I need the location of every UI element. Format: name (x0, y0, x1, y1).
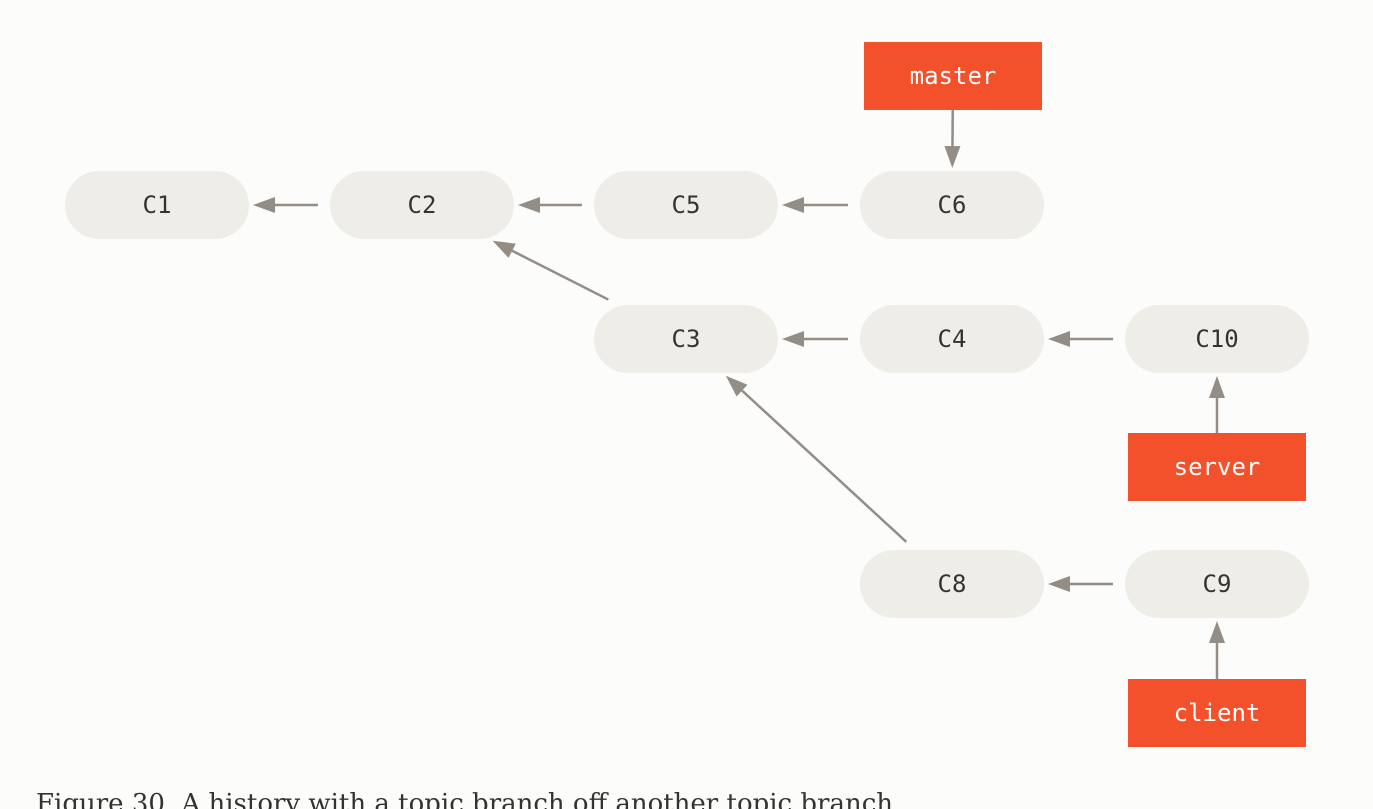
commit-node-shape (330, 171, 514, 239)
commit-node-shape (594, 305, 778, 373)
commit-node-shape (65, 171, 249, 239)
branch-pointer-master (944, 109, 961, 169)
edge-c3-to-c2 (492, 240, 609, 301)
commit-c1: C1 (65, 171, 249, 239)
arrowhead-icon (518, 197, 540, 213)
edge-c8-to-c3 (725, 375, 908, 543)
edge-c5-to-c2 (518, 197, 582, 213)
arrowhead-icon (782, 331, 804, 347)
arrowhead-icon (1048, 331, 1070, 347)
branch-server: server (1128, 433, 1306, 501)
branch-master: master (864, 42, 1042, 110)
commit-node-shape (860, 550, 1044, 618)
commit-label: C9 (1203, 570, 1232, 598)
commit-node-shape (594, 171, 778, 239)
commit-label: C3 (672, 325, 701, 353)
commit-c10: C10 (1125, 305, 1309, 373)
commit-node-shape (1125, 550, 1309, 618)
branch-label: server (1174, 453, 1261, 481)
commit-label: C4 (938, 325, 967, 353)
arrowhead-icon (944, 145, 961, 169)
arrowhead-icon (1209, 376, 1225, 398)
branch-label-box (864, 42, 1042, 110)
edge-line (511, 249, 609, 301)
commit-c3: C3 (594, 305, 778, 373)
figure-caption: Figure 30. A history with a topic branch… (36, 789, 894, 809)
edge-c2-to-c1 (253, 197, 318, 213)
branch-label-box (1128, 433, 1306, 501)
commit-label: C2 (408, 191, 437, 219)
arrowhead-icon (725, 375, 748, 397)
arrowhead-icon (492, 240, 516, 258)
commit-c6: C6 (860, 171, 1044, 239)
edge-line (741, 389, 908, 543)
branch-pointer-client (1209, 621, 1225, 679)
arrowhead-icon (253, 197, 275, 213)
edge-c10-to-c4 (1048, 331, 1113, 347)
commit-c4: C4 (860, 305, 1044, 373)
edge-c6-to-c5 (782, 197, 848, 213)
commit-c2: C2 (330, 171, 514, 239)
branch-label-box (1128, 679, 1306, 747)
commit-node-shape (860, 171, 1044, 239)
commit-node-shape (1125, 305, 1309, 373)
branch-label: client (1174, 699, 1261, 727)
commit-c5: C5 (594, 171, 778, 239)
branch-pointer-server (1209, 376, 1225, 433)
commit-c9: C9 (1125, 550, 1309, 618)
commit-c8: C8 (860, 550, 1044, 618)
arrowhead-icon (782, 197, 804, 213)
commit-label: C8 (938, 570, 967, 598)
commit-node-shape (860, 305, 1044, 373)
arrowhead-icon (1048, 576, 1070, 592)
branch-client: client (1128, 679, 1306, 747)
edge-c4-to-c3 (782, 331, 848, 347)
branch-label: master (910, 62, 997, 90)
commit-label: C10 (1195, 325, 1238, 353)
edge-c9-to-c8 (1048, 576, 1113, 592)
commit-label: C6 (938, 191, 967, 219)
commit-label: C1 (143, 191, 172, 219)
arrowhead-icon (1209, 621, 1225, 643)
commit-label: C5 (672, 191, 701, 219)
